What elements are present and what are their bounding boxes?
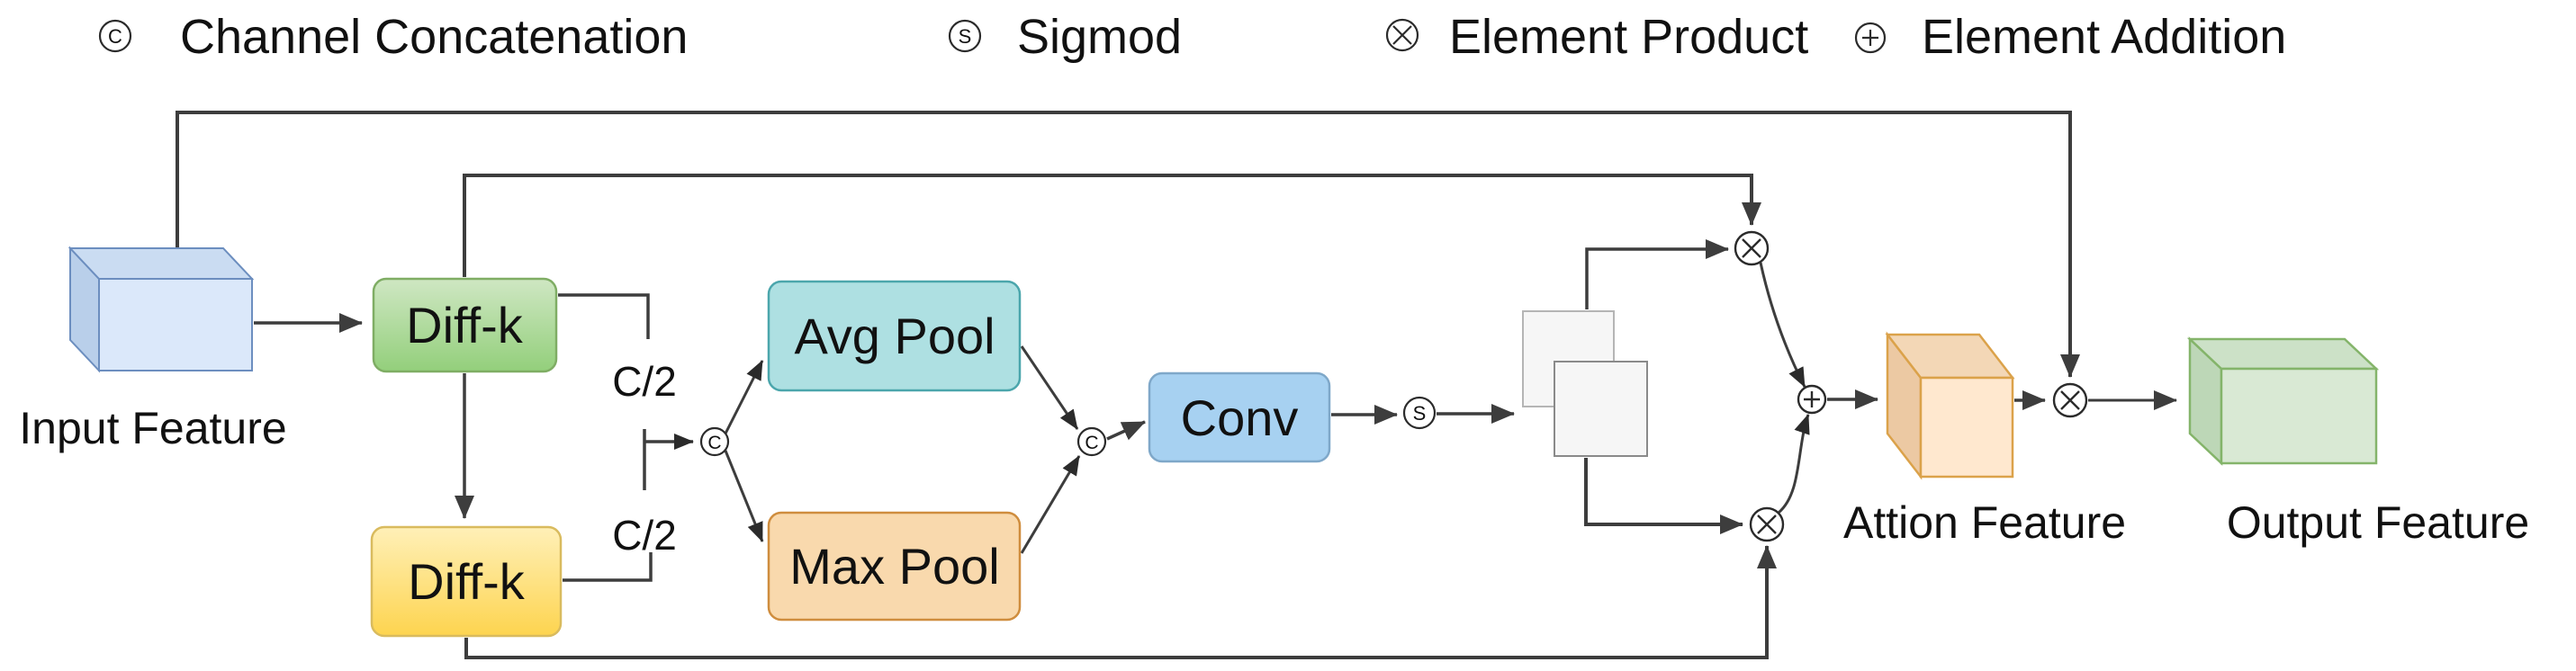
edges bbox=[176, 111, 2177, 659]
avg-pool-label: Avg Pool bbox=[794, 308, 995, 364]
edge-upper-product-to-addition bbox=[1759, 262, 1806, 388]
edge-diffk2-feedback-to-lower-product bbox=[464, 545, 1777, 659]
legend-addition-label: Element Addition bbox=[1922, 10, 2286, 64]
mask-square-front bbox=[1554, 361, 1648, 457]
input-feature-cube bbox=[68, 246, 255, 373]
input-feature-label: Input Feature bbox=[19, 403, 286, 453]
sigmoid-icon: S bbox=[948, 19, 982, 53]
conv-box: Conv bbox=[1148, 371, 1331, 463]
output-feature-cube bbox=[2186, 336, 2380, 466]
output-cube-front-face bbox=[2220, 367, 2378, 465]
edge-split-bracket-bottom bbox=[563, 552, 653, 582]
upper-product-x-glyph bbox=[1742, 238, 1761, 258]
concat-node-1: C bbox=[699, 426, 730, 457]
edge-avgpool-to-concat2 bbox=[1020, 345, 1079, 430]
attention-feature-label: Attion Feature bbox=[1843, 497, 2126, 548]
element-addition-icon bbox=[1854, 22, 1887, 54]
element-product-icon bbox=[1385, 18, 1419, 52]
edge-lower-product-to-addition bbox=[1777, 414, 1810, 514]
edge-concat1-to-avgpool bbox=[724, 360, 764, 434]
lower-product-node bbox=[1749, 506, 1785, 542]
upper-product-node bbox=[1734, 230, 1770, 266]
attention-mask-squares bbox=[1522, 310, 1648, 457]
max-pool-box: Max Pool bbox=[767, 511, 1022, 622]
attention-cube-front-face bbox=[1919, 376, 2014, 479]
output-cube-top-face bbox=[2186, 337, 2380, 371]
input-cube-top-face bbox=[68, 247, 255, 280]
output-product-node bbox=[2052, 382, 2088, 418]
legend-product-label: Element Product bbox=[1449, 10, 1808, 64]
split-top-label: C/2 bbox=[612, 358, 677, 405]
edge-maxpool-to-concat2 bbox=[1020, 455, 1081, 554]
concat-node-1-symbol: C bbox=[707, 433, 721, 453]
max-pool-label: Max Pool bbox=[789, 538, 999, 595]
addition-node bbox=[1797, 384, 1827, 415]
addition-plus-glyph bbox=[1804, 391, 1820, 407]
lower-product-x-glyph bbox=[1757, 514, 1777, 534]
concat-node-2-symbol: C bbox=[1085, 433, 1098, 453]
legend-sigmoid-label: Sigmod bbox=[1017, 10, 1182, 64]
legend-sigmoid-symbol: S bbox=[959, 25, 972, 48]
edge-concat2-to-conv bbox=[1106, 420, 1146, 441]
attention-feature-cube bbox=[1885, 331, 2015, 480]
split-bottom-label: C/2 bbox=[612, 512, 677, 559]
diffk-top-box: Diff-k bbox=[372, 277, 558, 373]
sigmoid-node-symbol: S bbox=[1413, 402, 1427, 425]
output-product-x-glyph bbox=[2060, 390, 2080, 410]
legend-concat-label: Channel Concatenation bbox=[180, 10, 688, 64]
channel-concatenation-icon: C bbox=[98, 19, 132, 53]
diffk-bottom-label: Diff-k bbox=[408, 553, 526, 610]
edge-diffk-skip-to-upper-product bbox=[463, 174, 1761, 277]
input-cube-front-face bbox=[98, 278, 253, 371]
edge-mask-to-lower-product bbox=[1584, 458, 1743, 534]
concat-node-2: C bbox=[1076, 426, 1107, 457]
diffk-bottom-box: Diff-k bbox=[370, 525, 563, 638]
sigmoid-node: S bbox=[1402, 396, 1437, 430]
legend-concat-symbol: C bbox=[108, 25, 122, 48]
conv-label: Conv bbox=[1181, 389, 1299, 446]
edge-input-skip-to-output-product bbox=[176, 111, 2080, 378]
legend: C Channel Concatenation S Sigmod Element… bbox=[98, 10, 2286, 64]
diffk-top-label: Diff-k bbox=[406, 297, 524, 353]
edge-concat1-to-maxpool bbox=[724, 450, 764, 542]
edge-split-bracket-top bbox=[558, 293, 650, 339]
avg-pool-box: Avg Pool bbox=[767, 280, 1022, 392]
edge-mask-to-upper-product bbox=[1585, 239, 1729, 309]
output-feature-label: Output Feature bbox=[2227, 497, 2529, 548]
